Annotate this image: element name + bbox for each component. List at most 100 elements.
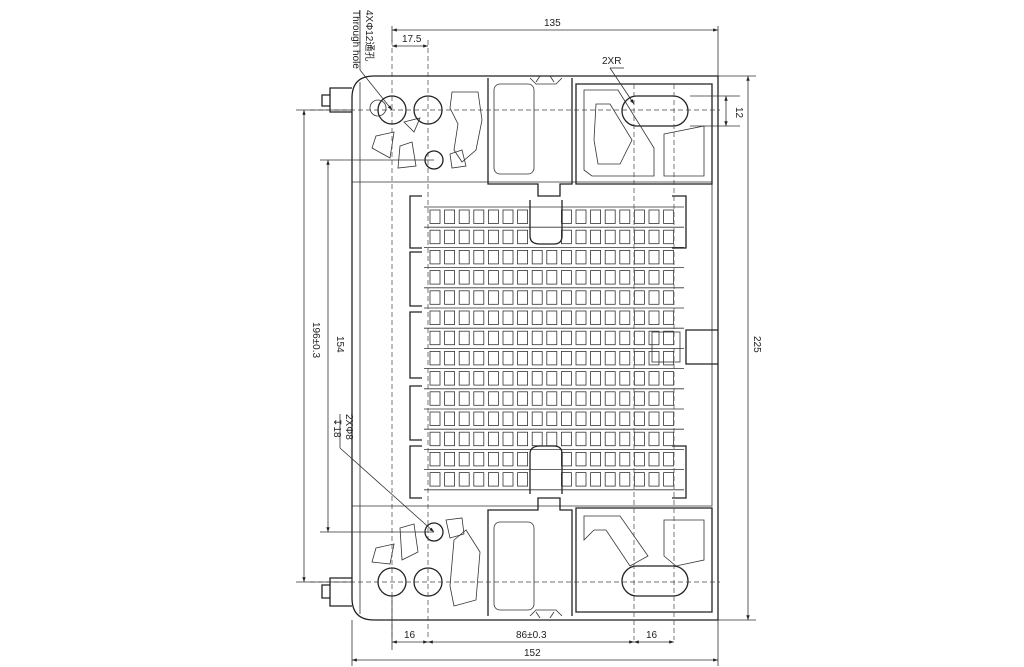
grid-cell xyxy=(575,310,587,325)
grid-cell xyxy=(575,209,587,224)
grid-cell xyxy=(648,290,660,305)
grid-cell xyxy=(663,391,674,406)
grid-cell xyxy=(473,290,485,305)
grid-cell xyxy=(590,290,601,305)
grid-cell xyxy=(429,411,441,426)
grid-cell xyxy=(604,270,616,285)
grid-cell xyxy=(531,391,543,406)
grid-cell xyxy=(663,249,674,265)
grid-cell xyxy=(604,451,616,467)
grid-cell xyxy=(517,350,528,366)
grid-cell xyxy=(634,310,645,325)
grid-cell xyxy=(531,431,543,447)
dim-bottom-right: 16 xyxy=(646,630,658,641)
grid-cell xyxy=(458,330,470,346)
grid-cell xyxy=(546,391,558,406)
grid-cell xyxy=(590,391,601,406)
grid-cell xyxy=(546,290,558,305)
grid-cell xyxy=(487,371,499,386)
grid-cell xyxy=(663,472,674,487)
grid-cell xyxy=(619,371,631,386)
grid-cell xyxy=(575,249,587,265)
grid-cell xyxy=(648,249,660,265)
grid-cell xyxy=(458,290,470,305)
grid-cell xyxy=(429,330,441,346)
grid-cell xyxy=(429,350,441,366)
bottom-block xyxy=(487,497,713,619)
grid-cell xyxy=(648,411,660,426)
grid-cell xyxy=(502,350,514,366)
grid-cell xyxy=(561,431,572,447)
through-hole-text: Through hole xyxy=(350,10,361,69)
slot-bottom xyxy=(621,565,689,597)
grid-cell xyxy=(531,350,543,366)
grid-cell xyxy=(473,330,485,346)
grid-cell xyxy=(444,431,456,447)
grid-cell xyxy=(648,371,660,386)
grid-cell xyxy=(663,431,674,447)
grid-cells xyxy=(424,206,684,491)
dim-bottom-center: 86±0.3 xyxy=(516,630,547,641)
grid-cell xyxy=(517,249,528,265)
grid-cell xyxy=(502,310,514,325)
dim-top-width: 135 xyxy=(544,18,561,29)
grid-cell xyxy=(634,472,645,487)
grid-cell xyxy=(429,249,441,265)
grid-cell xyxy=(634,371,645,386)
grid-cell xyxy=(561,270,572,285)
grid-cell xyxy=(561,290,572,305)
grid-cell xyxy=(502,209,514,224)
grid-cell xyxy=(648,330,660,346)
grid-cell xyxy=(517,209,528,224)
slot-top xyxy=(621,95,689,127)
grid-cell xyxy=(575,371,587,386)
grid-cell xyxy=(473,249,485,265)
grid-cell xyxy=(619,451,631,467)
grid-cell xyxy=(561,411,572,426)
grid-cell xyxy=(663,350,674,366)
grid-cell xyxy=(487,249,499,265)
grid-cell xyxy=(561,371,572,386)
grid-cell xyxy=(561,249,572,265)
grid-cell xyxy=(561,451,572,467)
grid-cell xyxy=(458,310,470,325)
grid-cell xyxy=(473,350,485,366)
grid-cell xyxy=(604,209,616,224)
grid-cell xyxy=(429,391,441,406)
grid-cell xyxy=(458,451,470,467)
grid-cell xyxy=(634,350,645,366)
grid-cell xyxy=(473,270,485,285)
grid-cell xyxy=(517,411,528,426)
grid-cell xyxy=(663,411,674,426)
grid-cell xyxy=(590,411,601,426)
grid-cell xyxy=(517,310,528,325)
grid-cell xyxy=(429,209,441,224)
grid-cell xyxy=(546,249,558,265)
grid-cell xyxy=(487,330,499,346)
grid-cell xyxy=(575,350,587,366)
grid-cell xyxy=(561,472,572,487)
grid-cell xyxy=(663,451,674,467)
grid-cell xyxy=(604,249,616,265)
grid-cell xyxy=(473,310,485,325)
grid-cell xyxy=(663,371,674,386)
grid-cell xyxy=(604,229,616,245)
grid-cell xyxy=(648,472,660,487)
small-hole-spec: 2XΦ8 xyxy=(343,414,354,440)
grid-cell xyxy=(487,229,499,245)
grid-cell xyxy=(663,229,674,245)
grid-cell xyxy=(561,391,572,406)
grid-cell xyxy=(648,270,660,285)
grid-cell xyxy=(502,270,514,285)
grid-cell xyxy=(517,431,528,447)
center-lines xyxy=(310,40,720,640)
grid-cell xyxy=(458,472,470,487)
grid-cell xyxy=(444,229,456,245)
grid-cell xyxy=(502,431,514,447)
left-features-top xyxy=(371,91,483,169)
grid-cell xyxy=(502,330,514,346)
grid-cell xyxy=(634,209,645,224)
grid-region xyxy=(409,195,687,499)
grid-cell xyxy=(590,229,601,245)
grid-cell xyxy=(531,270,543,285)
